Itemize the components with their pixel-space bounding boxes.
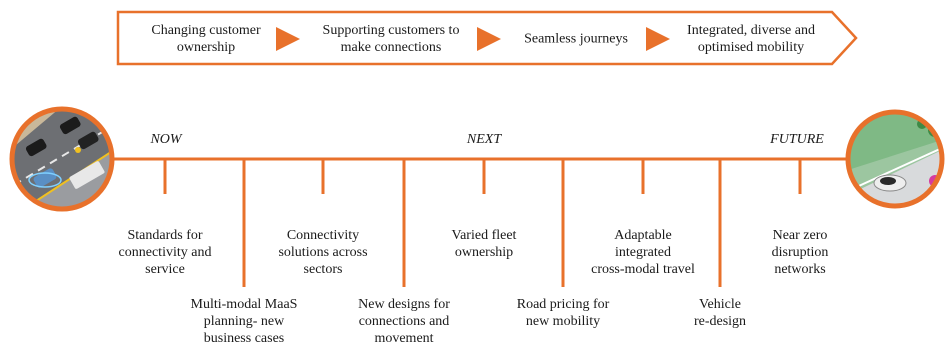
milestone-designs-line-1: New designs for: [358, 297, 450, 312]
stage-2-line-2: make connections: [340, 40, 442, 55]
stage-3: Seamless journeys: [524, 31, 628, 48]
milestone-networks-line-2: disruption: [771, 245, 829, 260]
stage-1-line-1: Changing customer: [151, 23, 261, 38]
road-traffic-illustration: [9, 106, 115, 212]
stage-arrow-2: [477, 27, 501, 51]
phase-now: NOW: [150, 132, 182, 147]
milestone-networks-line-1: Near zero: [772, 228, 828, 243]
milestone-road-pricing-line-1: Road pricing for: [516, 297, 610, 312]
milestone-standards-line-2: connectivity and: [118, 245, 212, 260]
milestone-networks: Near zero disruption networks: [772, 227, 829, 278]
milestone-vehicle-redesign: Vehicle re-design: [694, 296, 746, 330]
milestone-vehicle-redesign-line-2: re-design: [693, 314, 747, 329]
milestone-connectivity: Connectivity solutions across sectors: [278, 227, 367, 278]
milestone-fleet: Varied fleet ownership: [452, 227, 517, 261]
milestone-designs-line-3: movement: [374, 331, 434, 346]
milestone-cross-modal-line-3: cross-modal travel: [591, 262, 695, 277]
milestone-connectivity-line-2: solutions across: [278, 245, 368, 260]
stage-4-line-1: Integrated, diverse and: [687, 23, 815, 38]
milestone-standards-line-3: service: [145, 262, 185, 277]
milestone-designs: New designs for connections and movement: [358, 296, 450, 347]
milestone-cross-modal-line-1: Adaptable: [614, 228, 672, 243]
milestone-fleet-line-1: Varied fleet: [451, 228, 517, 243]
milestone-road-pricing-line-2: new mobility: [525, 314, 601, 329]
milestone-cross-modal: Adaptable integrated cross-modal travel: [591, 227, 695, 278]
stage-1: Changing customer ownership: [151, 22, 260, 56]
milestone-networks-line-3: networks: [774, 262, 826, 277]
stage-3-line-1: Seamless journeys: [524, 31, 628, 47]
stage-arrow-3: [646, 27, 670, 51]
milestone-vehicle-redesign-line-1: Vehicle: [699, 297, 741, 312]
milestone-maas-line-2: planning- new: [203, 314, 285, 329]
stage-4-line-2: optimised mobility: [697, 40, 805, 55]
phase-future: FUTURE: [770, 132, 824, 147]
milestone-standards-line-1: Standards for: [127, 228, 203, 243]
milestone-connectivity-line-3: sectors: [303, 262, 343, 277]
stage-1-line-2: ownership: [176, 40, 236, 55]
stage-2: Supporting customers to make connections: [323, 22, 460, 56]
milestone-maas: Multi-modal MaaS planning- new business …: [191, 296, 298, 347]
stage-2-line-1: Supporting customers to: [322, 23, 460, 38]
milestone-maas-line-1: Multi-modal MaaS: [190, 297, 298, 312]
milestone-connectivity-line-1: Connectivity: [286, 228, 360, 243]
milestone-designs-line-2: connections and: [358, 314, 450, 329]
stage-arrow-1: [276, 27, 300, 51]
milestone-fleet-line-2: ownership: [454, 245, 514, 260]
future-city-illustration: [845, 109, 945, 209]
stage-4: Integrated, diverse and optimised mobili…: [687, 22, 815, 56]
milestone-standards: Standards for connectivity and service: [119, 227, 212, 278]
milestone-maas-line-3: business cases: [203, 331, 285, 346]
phase-next: NEXT: [466, 132, 502, 147]
milestone-cross-modal-line-2: integrated: [615, 245, 671, 260]
milestone-road-pricing: Road pricing for new mobility: [517, 296, 610, 330]
